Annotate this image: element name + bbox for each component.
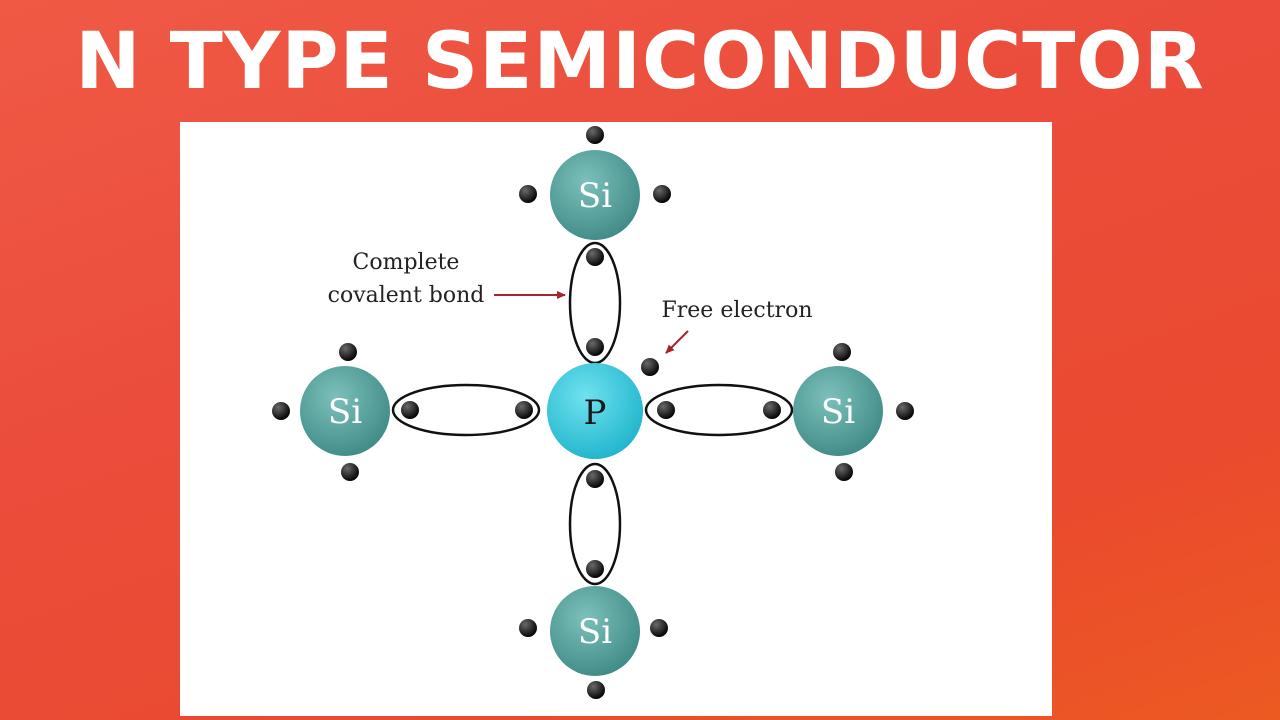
bond-label-line2: covalent bond <box>328 283 485 308</box>
electron <box>519 619 537 637</box>
page-title: N TYPE SEMICONDUCTOR <box>75 17 1205 107</box>
electron <box>650 619 668 637</box>
electron <box>586 126 604 144</box>
electron <box>586 248 604 266</box>
electron <box>833 343 851 361</box>
diagram-panel: Si Si Si Si P <box>180 122 1052 716</box>
electron <box>341 463 359 481</box>
si-label-left: Si <box>328 392 362 432</box>
p-atom-center: P <box>547 363 643 459</box>
electron <box>519 185 537 203</box>
si-atom-right: Si <box>793 366 883 456</box>
bond-ellipse-bottom <box>568 462 622 586</box>
electron <box>515 401 533 419</box>
free-electron-arrow <box>665 330 689 354</box>
si-atom-left: Si <box>300 366 390 456</box>
electron <box>835 463 853 481</box>
electron <box>587 681 605 699</box>
free-electron-label: Free electron <box>662 298 813 323</box>
electron <box>763 401 781 419</box>
electron <box>586 560 604 578</box>
bond-ellipse-right <box>644 383 794 437</box>
si-label-top: Si <box>578 176 612 216</box>
si-label-right: Si <box>821 392 855 432</box>
p-label: P <box>584 393 607 433</box>
bond-label-line1: Complete <box>353 250 460 275</box>
free-electron <box>641 358 659 376</box>
electron <box>339 343 357 361</box>
semiconductor-lattice-diagram: Si Si Si Si P <box>272 126 914 699</box>
bond-ellipse-left <box>391 383 541 437</box>
electron <box>586 470 604 488</box>
electron <box>401 401 419 419</box>
electron <box>657 401 675 419</box>
electron <box>653 185 671 203</box>
si-label-bottom: Si <box>578 612 612 652</box>
electrons <box>272 126 914 699</box>
electron <box>586 338 604 356</box>
si-atom-bottom: Si <box>550 586 640 676</box>
si-atom-top: Si <box>550 150 640 240</box>
electron <box>272 402 290 420</box>
electron <box>896 402 914 420</box>
